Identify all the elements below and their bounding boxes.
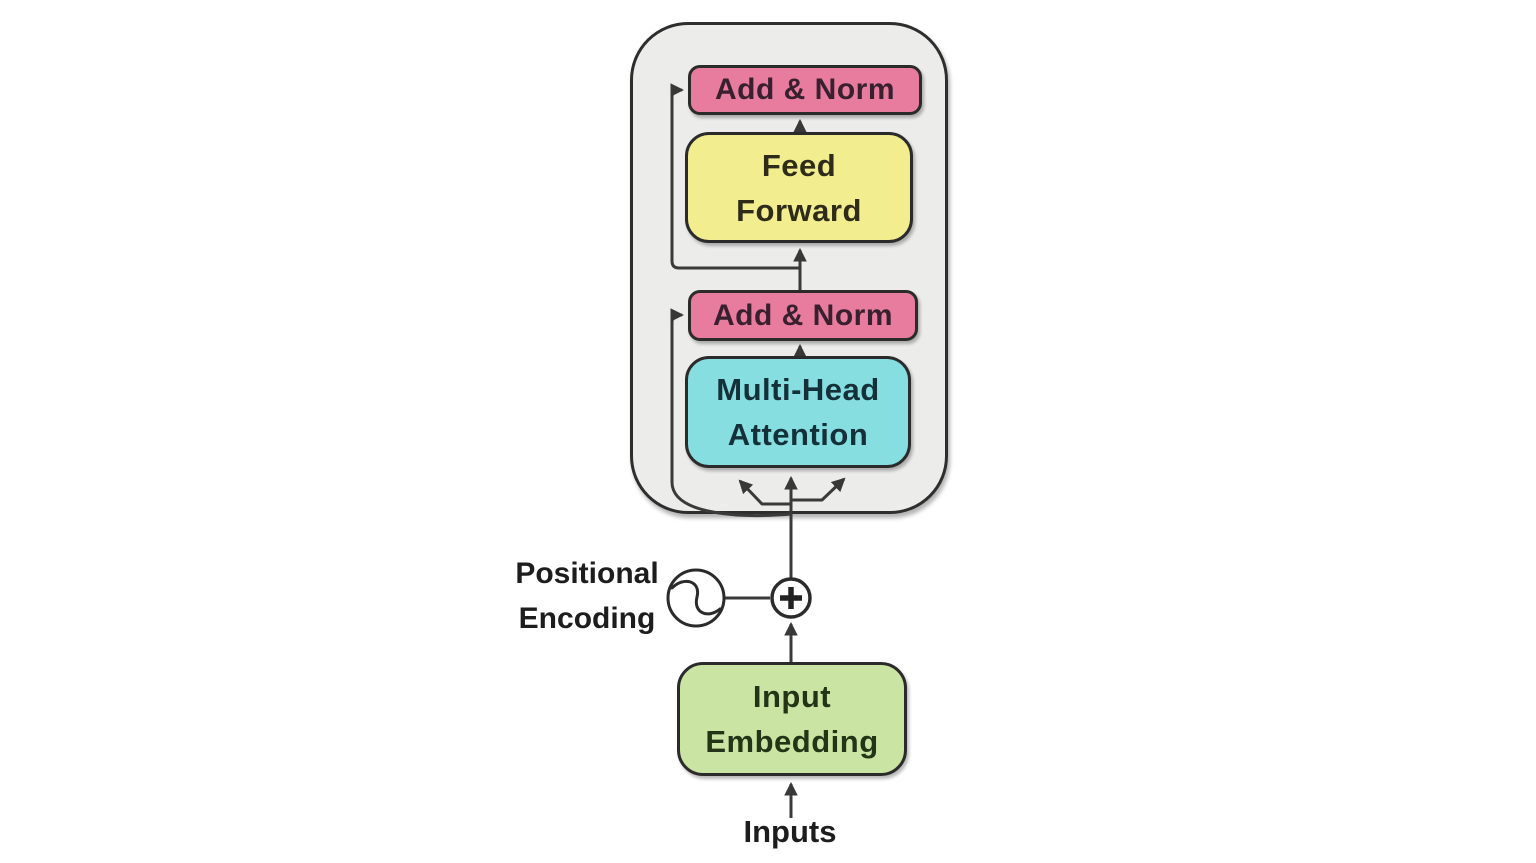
positional-encoding-label: Positional Encoding: [515, 557, 659, 635]
add-norm-block-bottom: Add & Norm: [688, 290, 918, 341]
multi-head-attention-block: Multi-Head Attention: [685, 356, 911, 468]
add-norm-block-top: Add & Norm: [688, 65, 922, 115]
input-embedding-block: Input Embedding: [677, 662, 907, 776]
add-icon: [770, 577, 812, 619]
feed-forward-block: Feed Forward: [685, 132, 913, 243]
inputs-label: Inputs: [743, 814, 837, 849]
